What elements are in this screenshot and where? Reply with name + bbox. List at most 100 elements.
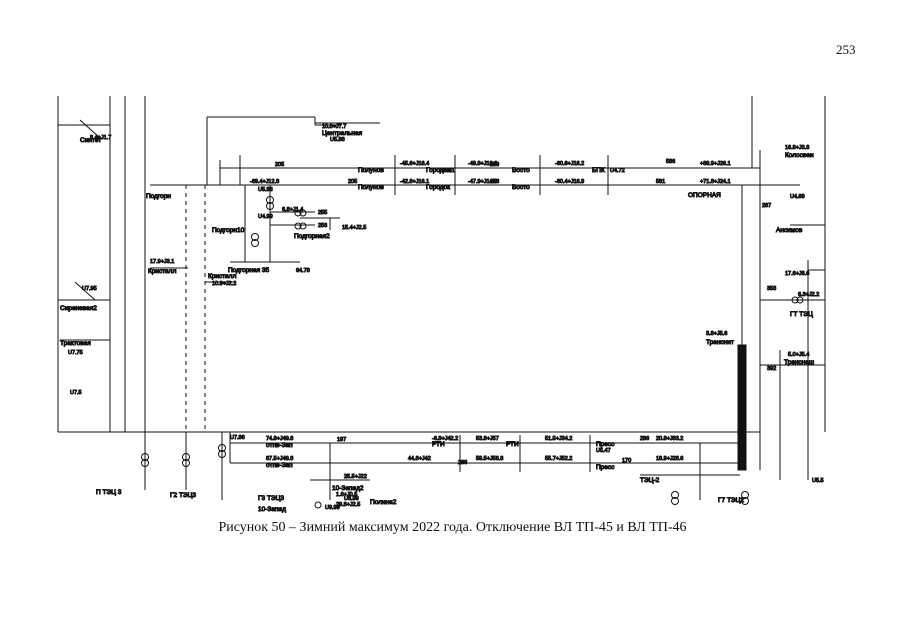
voltage-label: U4.89 bbox=[790, 194, 805, 200]
node-label: Ансимов bbox=[776, 227, 803, 234]
node-label: Сиреневая2 bbox=[60, 305, 97, 312]
voltage-label: U7.95 bbox=[82, 286, 97, 292]
voltage-label: U5.41 bbox=[440, 168, 455, 174]
flow-label: 6.3+J2.2 bbox=[798, 292, 819, 298]
flow-label: 10.8+J7.7 bbox=[322, 124, 346, 130]
figure-caption: Рисунок 50 – Зимний максимум 2022 года. … bbox=[218, 520, 687, 535]
flow-label: 17.9+J3.1 bbox=[150, 259, 174, 265]
transformer-symbol bbox=[141, 453, 149, 461]
flow-label: +89.9+J26.1 bbox=[700, 161, 731, 167]
transformer-symbol bbox=[294, 209, 302, 217]
node-label: 10-Запад bbox=[258, 506, 286, 513]
transformer-symbol bbox=[141, 459, 149, 467]
voltage-label: U4.72 bbox=[610, 168, 625, 174]
flow-label: 51.5+J34.2 bbox=[545, 436, 572, 442]
branch-label: 392 bbox=[767, 366, 776, 372]
voltage-label: U5.98 bbox=[258, 187, 273, 193]
page-number: 253 bbox=[836, 42, 856, 57]
node-label: Кристалл bbox=[208, 273, 237, 280]
branch-label: 286 bbox=[640, 436, 649, 442]
node-label: Полина2 bbox=[370, 499, 397, 506]
node-label: Полунов bbox=[358, 184, 384, 191]
transformer-symbol bbox=[218, 450, 226, 458]
flow-label: -60.6+J16.2 bbox=[555, 161, 584, 167]
transformer-symbol bbox=[299, 222, 307, 230]
flow-label: -60.4+J16.9 bbox=[555, 179, 584, 185]
node-label: Г7 ТЭЦ2 bbox=[718, 497, 744, 504]
transformer-symbol bbox=[671, 497, 679, 505]
node-label: Подгорн bbox=[146, 193, 171, 200]
branch-label: 287 bbox=[762, 203, 771, 209]
flow-label: 15.4+J2.5 bbox=[342, 225, 366, 231]
transformer-symbol bbox=[299, 209, 307, 217]
node-label: ОПОРНАЯ bbox=[688, 192, 721, 199]
voltage-label: U5.47 bbox=[596, 448, 611, 454]
node-label: Кристалл bbox=[148, 268, 177, 275]
flow-label: 8.4+J1.7 bbox=[90, 135, 111, 141]
branch-label: 205 bbox=[348, 179, 357, 185]
node-label: Городок bbox=[426, 184, 450, 191]
flow-label: 55.7+J52.2 bbox=[545, 456, 572, 462]
flow-label: 74.8+J49.8 bbox=[266, 436, 293, 442]
voltage-label: U8.99 bbox=[344, 496, 359, 502]
branch-label: 170 bbox=[622, 458, 631, 464]
transformer-symbol bbox=[218, 444, 226, 452]
transformer-symbol bbox=[314, 501, 322, 509]
branch-label: 258 bbox=[490, 179, 499, 185]
node-label: Пресс bbox=[596, 441, 615, 448]
voltage-label: U7.5 bbox=[70, 390, 82, 396]
node-label: РТИ bbox=[432, 441, 445, 448]
node-label: Городок bbox=[426, 167, 450, 174]
flow-label: 87.5+J49.8 bbox=[266, 456, 293, 462]
node-label: Г3 ТЭЦ3 bbox=[258, 495, 284, 502]
transformer-symbol bbox=[266, 196, 274, 204]
flow-label: 10.9+J2.2 bbox=[212, 281, 236, 287]
flow-label: -69.4+J12.8 bbox=[250, 179, 279, 185]
node-label: Восто bbox=[512, 184, 530, 191]
node-label: Центральная bbox=[322, 130, 363, 137]
node-label: отпв-Зап bbox=[266, 462, 293, 469]
flow-label: 59.5+J58.8 bbox=[476, 456, 503, 462]
node-label: Подгорная2 bbox=[294, 233, 330, 240]
node-label: 10-Запад2 bbox=[332, 485, 364, 492]
branch-label: 581 bbox=[656, 179, 665, 185]
node-label: РТИ bbox=[506, 441, 519, 448]
node-label: Полунов bbox=[358, 167, 384, 174]
transformer-symbol bbox=[182, 459, 190, 467]
flow-label: -42.8+J16.1 bbox=[400, 179, 429, 185]
thick-bus-bar bbox=[737, 344, 747, 471]
node-label: Подгорн10 bbox=[212, 227, 245, 234]
transformer-symbol bbox=[251, 233, 259, 241]
transformer-symbol bbox=[671, 491, 679, 499]
node-label: БПК bbox=[592, 167, 605, 174]
node-label: Восто bbox=[512, 167, 530, 174]
node-label: Транснаш bbox=[784, 359, 814, 366]
flow-label: 20.8+J83.2 bbox=[656, 436, 683, 442]
left-branch bbox=[79, 119, 101, 139]
flow-label: -6.8+J42.2 bbox=[432, 436, 458, 442]
branch-label: 358 bbox=[767, 286, 776, 292]
transformer-symbol bbox=[182, 453, 190, 461]
node-label: Подгорная 35 bbox=[228, 267, 270, 274]
node-label: ГТ ТЭЦ bbox=[790, 311, 813, 318]
node-label: отпв-Зап bbox=[266, 442, 293, 449]
transformer-symbol bbox=[791, 296, 799, 304]
node-label: Трактовая bbox=[60, 340, 91, 347]
voltage-label: U4.99 bbox=[258, 214, 273, 220]
node-label: Пресс bbox=[596, 464, 615, 471]
transformer-symbol bbox=[266, 202, 274, 210]
voltage-label: U7.86 bbox=[230, 435, 245, 441]
voltage-label: U7.75 bbox=[68, 350, 83, 356]
branch-label: 255 bbox=[318, 210, 327, 216]
voltage-label: U5.5 bbox=[812, 478, 824, 484]
branch-label: 586 bbox=[666, 159, 675, 165]
transformer-symbol bbox=[741, 497, 749, 505]
flow-label: 53.8+J57 bbox=[476, 436, 499, 442]
flow-label: 3.8+J5.6 bbox=[706, 331, 727, 337]
flow-label: 44.8+J42 bbox=[408, 456, 431, 462]
voltage-label: U5.88 bbox=[330, 137, 345, 143]
node-label: Колосвеи bbox=[785, 152, 814, 159]
flow-label: 5.0+J5.4 bbox=[788, 352, 809, 358]
flow-label: -47.9+J14.9 bbox=[468, 179, 497, 185]
